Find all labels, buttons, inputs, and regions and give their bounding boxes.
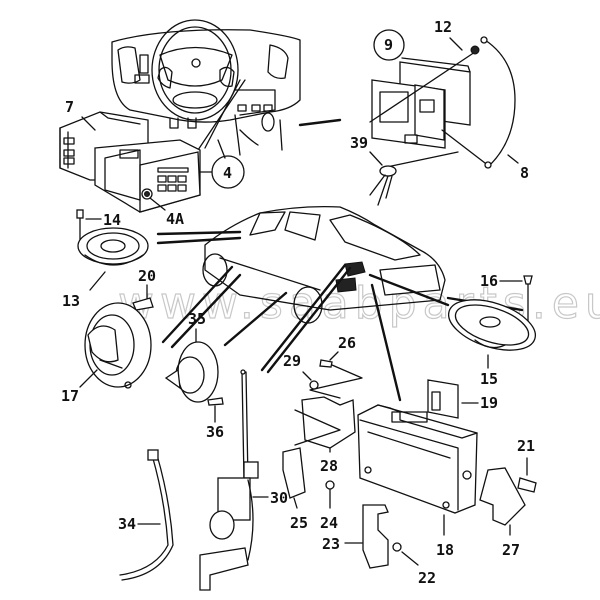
callout-15: 15 (480, 370, 498, 388)
callout-8: 8 (520, 164, 529, 182)
callout-28: 27 (502, 541, 520, 559)
tweeter-part (164, 341, 219, 403)
nut-24 (392, 542, 402, 552)
callout-12: 12 (434, 18, 452, 36)
callout-14: 14 (103, 211, 121, 229)
screw-21 (517, 477, 537, 493)
callout-29: 28 (320, 457, 338, 475)
screw-22 (319, 359, 333, 368)
callout-4: 4 (223, 164, 232, 182)
bracket-25 (282, 447, 306, 499)
bracket-23 (362, 504, 389, 569)
antenna-cable-8 (484, 39, 516, 166)
callout-17: 17 (61, 387, 79, 405)
callout-24: 22 (418, 569, 436, 587)
cd-changer-part (357, 404, 478, 514)
bracket-28 (479, 467, 526, 526)
callout-16: 16 (480, 272, 498, 290)
front-door-speaker-part (76, 209, 149, 266)
callout-36: 34 (118, 515, 136, 533)
callout-35: 36 (206, 423, 224, 441)
callout-20: 19 (480, 394, 498, 412)
callout-27: 29 (283, 352, 301, 370)
callout-18: 20 (138, 267, 156, 285)
nut-27 (309, 380, 319, 390)
control-module-part (371, 57, 471, 149)
callout-7: 7 (65, 98, 74, 116)
antenna-cable-36 (119, 454, 169, 576)
callout-21: 21 (517, 437, 535, 455)
screw-16 (523, 275, 533, 285)
rear-speaker-part (448, 299, 536, 351)
speaker-cover-part (84, 302, 152, 389)
dashboard-illustration (111, 19, 301, 156)
callout-39: 39 (350, 134, 368, 152)
callout-30: 30 (270, 489, 288, 507)
callout-19: 18 (436, 541, 454, 559)
callout-22: 26 (338, 334, 356, 352)
radio-unit-part (94, 139, 201, 213)
cover-20 (427, 379, 459, 419)
harness-39 (381, 151, 459, 169)
callout-23: 23 (322, 535, 340, 553)
callout-13: 13 (62, 292, 80, 310)
callout-4a: 4A (166, 210, 184, 228)
callout-26: 24 (320, 514, 338, 532)
nut-26 (325, 480, 335, 490)
callout-9-circle (373, 29, 405, 61)
bracket-29 (301, 396, 356, 449)
callout-9: 9 (384, 36, 393, 54)
callout-4-circle (211, 155, 245, 189)
callout-34: 35 (188, 310, 206, 328)
power-antenna-part (199, 369, 259, 591)
screw-18 (132, 297, 154, 311)
callout-25: 25 (290, 514, 308, 532)
